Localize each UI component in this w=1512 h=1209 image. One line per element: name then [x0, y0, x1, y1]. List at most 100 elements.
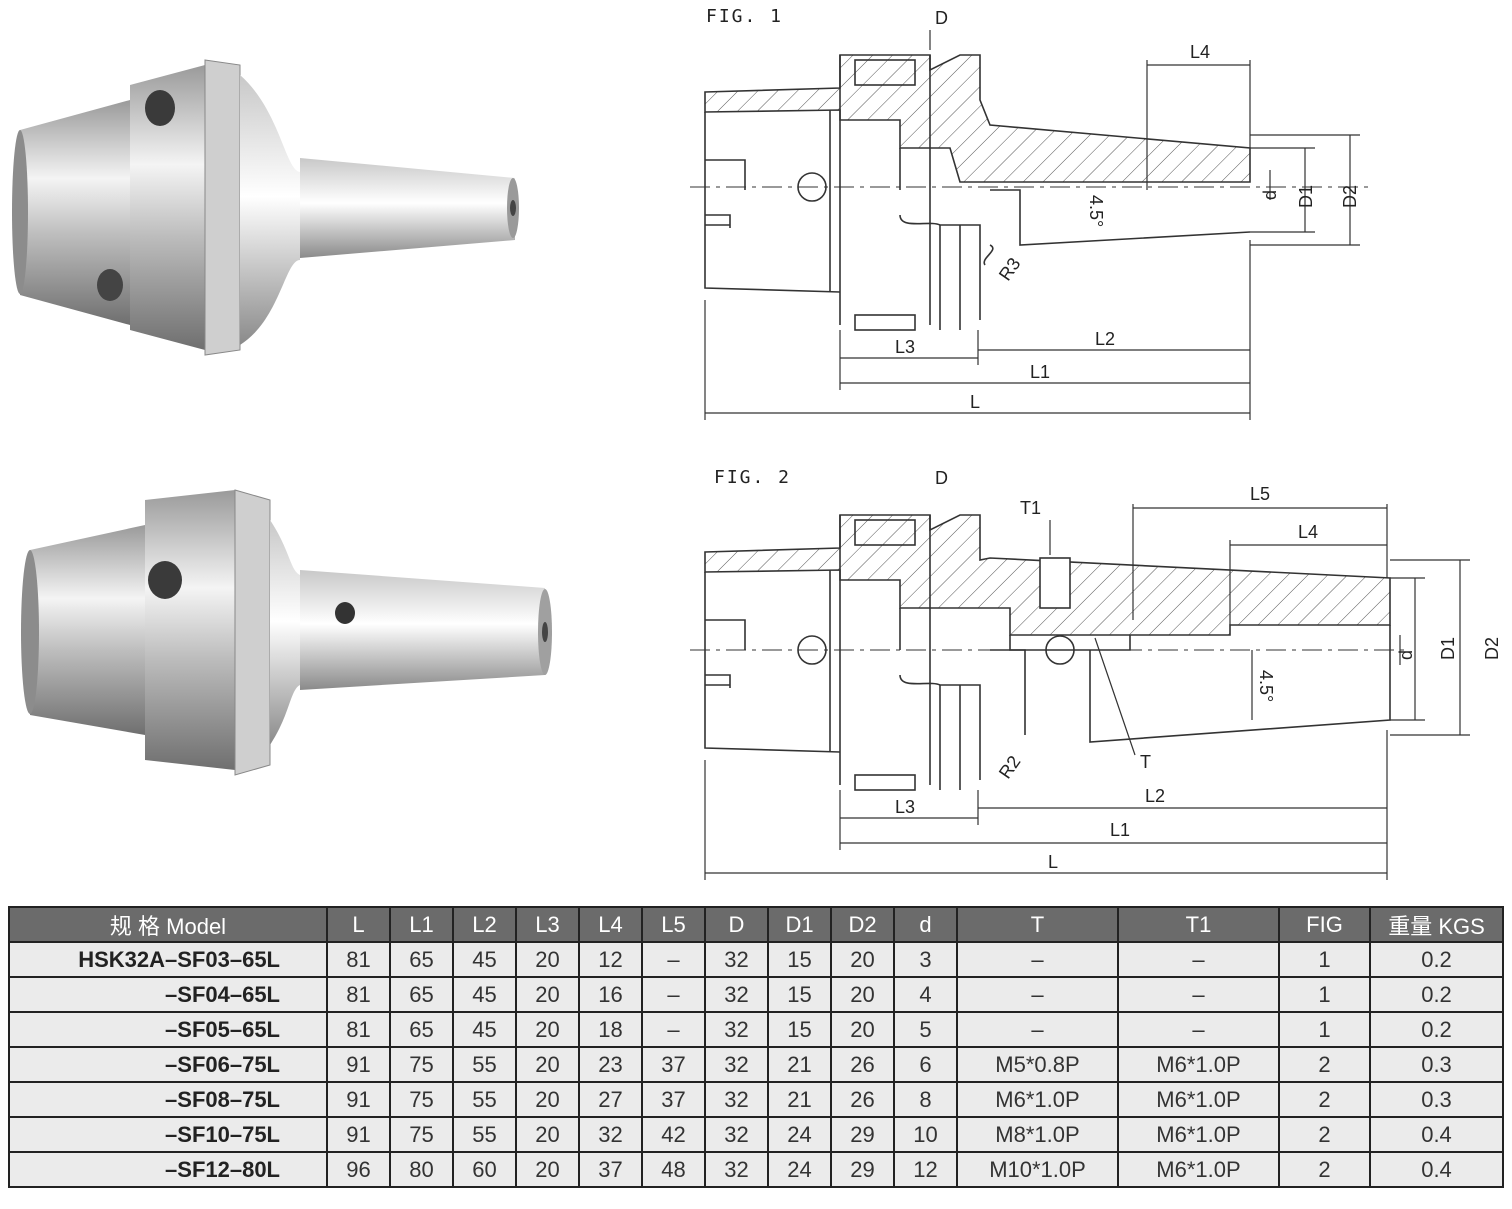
cell-D: 32: [704, 1046, 769, 1083]
technical-drawing-fig2: D T1 L5 L4 d D1 D2 4.5° R2 T L3 L2 L1 L: [690, 468, 1500, 880]
cell-L: 81: [326, 1011, 391, 1048]
cell-L2: 60: [452, 1151, 517, 1188]
col-header-weight: 重量 KGS: [1369, 906, 1504, 943]
col-header-L: L: [326, 906, 391, 943]
cell-L4: 18: [578, 1011, 643, 1048]
fig1-dim-D2: D2: [1340, 185, 1360, 208]
cell-L4: 12: [578, 941, 643, 978]
col-header-D2: D2: [830, 906, 895, 943]
cell-L2: 45: [452, 1011, 517, 1048]
cell-D1: 15: [767, 1011, 832, 1048]
cell-weight: 0.3: [1369, 1081, 1504, 1118]
col-header-L5: L5: [641, 906, 706, 943]
cell-L3: 20: [515, 1081, 580, 1118]
fig2-dim-D1: D1: [1438, 637, 1458, 660]
cell-L4: 32: [578, 1116, 643, 1153]
col-header-L3: L3: [515, 906, 580, 943]
cell-L3: 20: [515, 1151, 580, 1188]
cell-T1: M6*1.0P: [1117, 1116, 1280, 1153]
cell-D1: 15: [767, 976, 832, 1013]
cell-L: 96: [326, 1151, 391, 1188]
spec-table: 规 格 Model L L1 L2 L3 L4 L5 D D1 D2 d T T…: [8, 906, 1504, 1188]
cell-L: 81: [326, 976, 391, 1013]
col-header-D1: D1: [767, 906, 832, 943]
cell-D: 32: [704, 1116, 769, 1153]
fig1-dim-L: L: [970, 392, 980, 412]
cell-L: 91: [326, 1081, 391, 1118]
fig2-label: FIG. 2: [714, 467, 792, 488]
cell-fig: 1: [1278, 976, 1371, 1013]
cell-model: –SF04–65L: [8, 976, 328, 1013]
cell-d: 3: [893, 941, 958, 978]
cell-L4: 16: [578, 976, 643, 1013]
cell-L1: 75: [389, 1116, 454, 1153]
cell-T: M10*1.0P: [956, 1151, 1119, 1188]
fig1-dim-L1: L1: [1030, 362, 1050, 382]
cell-D2: 20: [830, 941, 895, 978]
cell-L: 91: [326, 1116, 391, 1153]
cell-L1: 65: [389, 976, 454, 1013]
cell-L4: 23: [578, 1046, 643, 1083]
cell-L5: –: [641, 941, 706, 978]
cell-d: 5: [893, 1011, 958, 1048]
cell-L3: 20: [515, 1046, 580, 1083]
cell-L: 91: [326, 1046, 391, 1083]
cell-T: –: [956, 941, 1119, 978]
cell-d: 6: [893, 1046, 958, 1083]
cell-T: M5*0.8P: [956, 1046, 1119, 1083]
col-header-fig: FIG: [1278, 906, 1371, 943]
cell-L2: 55: [452, 1046, 517, 1083]
col-header-L2: L2: [452, 906, 517, 943]
fig1-label: FIG. 1: [706, 6, 784, 27]
fig2-dim-L2: L2: [1145, 786, 1165, 806]
cell-T: M8*1.0P: [956, 1116, 1119, 1153]
cell-L5: –: [641, 1011, 706, 1048]
cell-D2: 29: [830, 1116, 895, 1153]
cell-d: 10: [893, 1116, 958, 1153]
cell-fig: 2: [1278, 1151, 1371, 1188]
fig2-dim-R: R2: [995, 752, 1025, 782]
cell-weight: 0.4: [1369, 1151, 1504, 1188]
fig1-dim-L3: L3: [895, 337, 915, 357]
cell-D: 32: [704, 1011, 769, 1048]
fig2-dim-L1: L1: [1110, 820, 1130, 840]
cell-D2: 29: [830, 1151, 895, 1188]
technical-drawing-fig1: D L4 d D1 D2 4.5° R3 L3 L2 L1 L: [690, 8, 1370, 420]
cell-D2: 20: [830, 976, 895, 1013]
cell-D: 32: [704, 1081, 769, 1118]
cell-L5: 37: [641, 1081, 706, 1118]
fig1-dim-D: D: [935, 8, 948, 28]
fig2-dim-L4: L4: [1298, 522, 1318, 542]
table-header-row: 规 格 Model L L1 L2 L3 L4 L5 D D1 D2 d T T…: [8, 906, 1504, 943]
col-header-T: T: [956, 906, 1119, 943]
cell-L1: 75: [389, 1081, 454, 1118]
col-header-T1: T1: [1117, 906, 1280, 943]
fig1-dim-D1: D1: [1296, 185, 1316, 208]
cell-D: 32: [704, 941, 769, 978]
cell-L1: 80: [389, 1151, 454, 1188]
fig1-dim-L2: L2: [1095, 329, 1115, 349]
cell-T1: M6*1.0P: [1117, 1046, 1280, 1083]
cell-weight: 0.2: [1369, 941, 1504, 978]
cell-D1: 21: [767, 1081, 832, 1118]
fig2-dim-T: T: [1140, 752, 1151, 772]
cell-L4: 27: [578, 1081, 643, 1118]
cell-model: –SF05–65L: [8, 1011, 328, 1048]
cell-model: –SF08–75L: [8, 1081, 328, 1118]
cell-T1: –: [1117, 941, 1280, 978]
cell-T1: –: [1117, 1011, 1280, 1048]
cell-D1: 21: [767, 1046, 832, 1083]
cell-L5: –: [641, 976, 706, 1013]
cell-fig: 2: [1278, 1046, 1371, 1083]
fig2-dim-L: L: [1048, 852, 1058, 872]
cell-L3: 20: [515, 1011, 580, 1048]
cell-model: –SF10–75L: [8, 1116, 328, 1153]
cell-weight: 0.3: [1369, 1046, 1504, 1083]
cell-T: –: [956, 1011, 1119, 1048]
cell-L3: 20: [515, 1116, 580, 1153]
